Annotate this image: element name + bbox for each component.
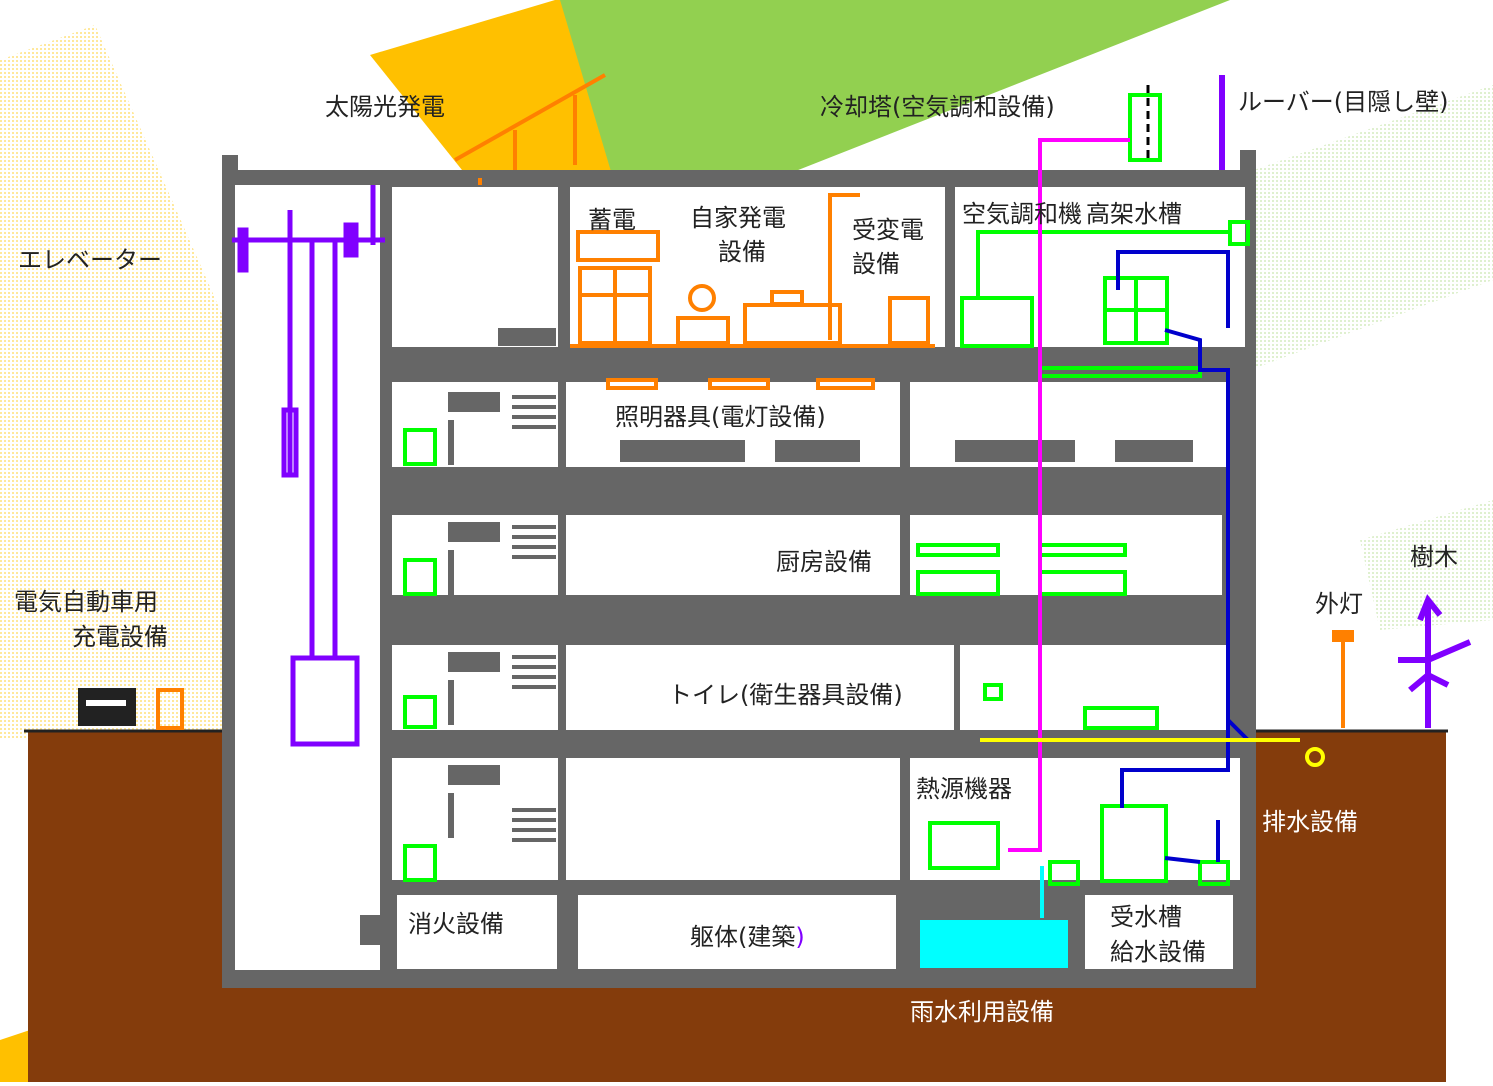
- label-generator-2: 設備: [718, 238, 766, 266]
- lighting-fixtures: [620, 440, 1193, 462]
- building-structure: [222, 150, 1256, 988]
- label-drainage: 排水設備: [1262, 808, 1358, 836]
- label-aircon: 空気調和機: [962, 200, 1082, 228]
- label-elevator: エレベーター: [18, 246, 162, 274]
- beam-orange: [370, 0, 640, 180]
- label-heat-source: 熱源機器: [916, 775, 1012, 803]
- electrical-room-equipment: [570, 193, 935, 390]
- beam-green: [560, 0, 1230, 185]
- label-structure-text: 躯体(建築: [690, 923, 795, 951]
- solar-panel: [454, 73, 606, 185]
- label-rainwater: 雨水利用設備: [910, 998, 1054, 1026]
- label-solar: 太陽光発電: [325, 93, 445, 121]
- rainwater-tank: [920, 920, 1068, 968]
- drain-pipe: [980, 738, 1325, 767]
- label-louver: ルーバー(目隠し壁): [1238, 88, 1449, 116]
- label-outdoor-light: 外灯: [1315, 590, 1363, 618]
- elevator-equipment: [232, 185, 385, 747]
- label-cooling-tower: 冷却塔(空気調和設備): [820, 93, 1055, 121]
- label-tree: 樹木: [1410, 543, 1458, 571]
- label-structure: 躯体(建築): [690, 923, 805, 951]
- outdoor-light: [1332, 630, 1354, 728]
- beam-left-lower-dotted: [0, 600, 230, 740]
- ventilation-duct: [1008, 138, 1130, 852]
- label-storage: 蓄電: [588, 206, 636, 234]
- beam-right-dotted: [1240, 85, 1493, 370]
- label-ev-2: 充電設備: [72, 623, 168, 651]
- label-substation-1: 受変電: [852, 216, 924, 244]
- label-substation-2: 設備: [852, 250, 900, 278]
- ev-charger: [78, 688, 184, 730]
- label-elevated-tank: 高架水槽: [1086, 200, 1182, 228]
- beam-right-dotted-2: [1360, 500, 1493, 630]
- label-lighting: 照明器具(電灯設備): [615, 403, 826, 431]
- label-structure-paren: ): [795, 923, 804, 951]
- label-receiving-1: 受水槽: [1110, 903, 1182, 931]
- label-ev-1: 電気自動車用: [14, 588, 158, 616]
- label-receiving-2: 給水設備: [1110, 938, 1206, 966]
- label-fire: 消火設備: [408, 910, 504, 938]
- label-toilet: トイレ(衛生器具設備): [668, 681, 903, 709]
- water-supply-pipe: [1116, 250, 1250, 864]
- beam-bottom-yellow: [0, 1030, 30, 1082]
- tree: [1398, 594, 1472, 728]
- label-generator-1: 自家発電: [690, 204, 786, 232]
- label-kitchen: 厨房設備: [776, 548, 872, 576]
